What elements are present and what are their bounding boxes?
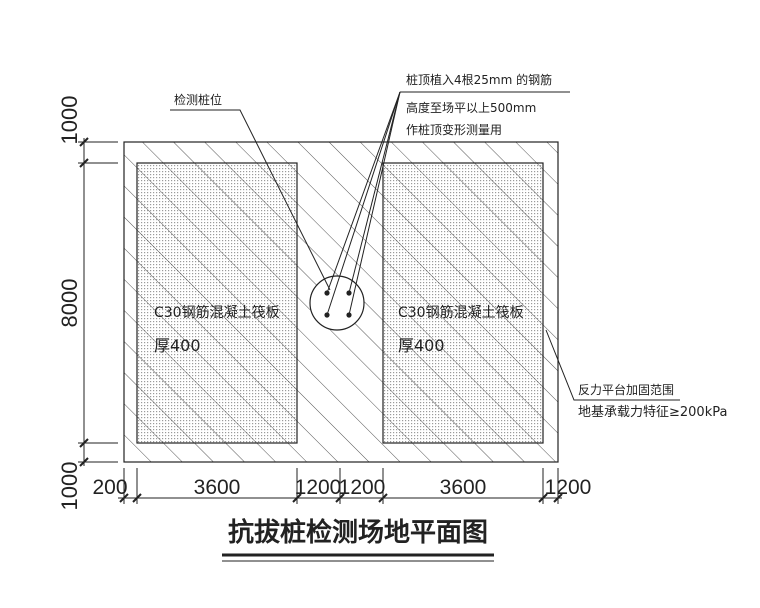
dim-h-1: 200 (92, 476, 127, 499)
label-rebar-1: 桩顶植入4根25mm 的钢筋 (406, 72, 552, 87)
left-slab (136, 162, 298, 444)
dim-h-6: 1200 (545, 476, 592, 499)
right-slab-label-2: 厚400 (398, 336, 445, 355)
horizontal-dimension (118, 468, 563, 504)
dim-v-bottom: 1000 (57, 462, 82, 511)
label-platform-1: 反力平台加固范围 (578, 382, 674, 397)
dim-h-2: 3600 (194, 476, 241, 499)
label-rebar-2: 高度至场平以上500mm (406, 100, 536, 115)
drawing-title: 抗拔桩检测场地平面图 (228, 517, 488, 548)
leader-rebar (326, 91, 570, 316)
left-slab-label-2: 厚400 (154, 336, 201, 355)
label-test-pile: 检测桩位 (174, 92, 222, 107)
dim-h-5: 3600 (440, 476, 487, 499)
right-slab-label-1: C30钢筋混凝土筏板 (398, 304, 524, 321)
label-rebar-3: 作桩顶变形测量用 (406, 122, 502, 137)
dim-v-top: 1000 (57, 96, 82, 145)
dim-h-3: 1200 (295, 476, 342, 499)
left-slab-label-1: C30钢筋混凝土筏板 (154, 304, 280, 321)
leader-test-pile (170, 109, 331, 291)
dim-h-4: 1200 (339, 476, 386, 499)
vertical-dimension (78, 137, 118, 467)
right-slab (382, 162, 544, 444)
dim-v-middle: 8000 (57, 279, 82, 328)
label-platform-2: 地基承载力特征≥200kPa (578, 405, 727, 420)
leader-platform (545, 329, 680, 401)
